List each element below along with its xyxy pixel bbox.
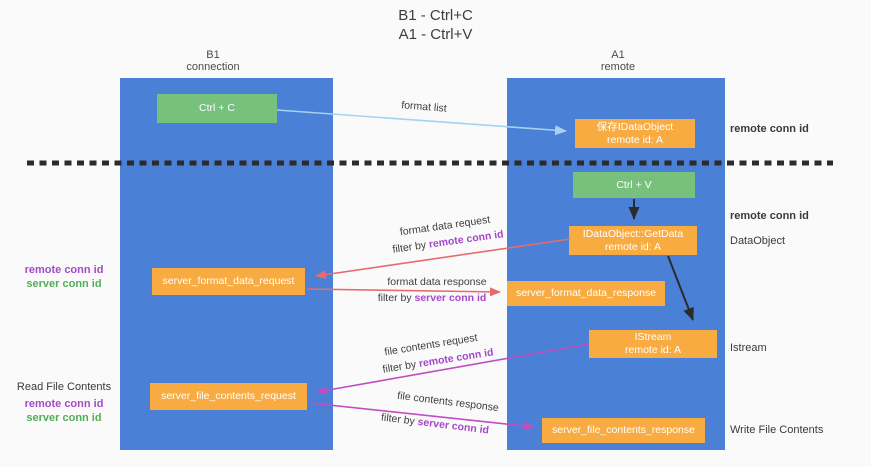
left-server-conn-id-label: server conn id — [26, 278, 102, 290]
left-column-header: B1 connection — [133, 49, 293, 73]
filter-by-text: filter by — [391, 238, 430, 256]
server-format-data-request-label: server_format_data_request — [162, 275, 295, 287]
idataobject-getdata-box: IDataObject::GetData remote id: A — [569, 226, 697, 255]
ctrl-c-box: Ctrl + C — [157, 94, 277, 123]
server-conn-id-text: server conn id — [414, 292, 487, 304]
left-remote-conn-id-label-2: remote conn id — [24, 398, 104, 410]
right-column-name: A1 — [611, 49, 625, 61]
dataobject-label: DataObject — [730, 235, 786, 247]
server-format-data-response-label: server_format_data_response — [515, 287, 657, 299]
server-format-data-request-box: server_format_data_request — [152, 268, 305, 295]
save-idataobject-box: 保存IDataObject remote id: A — [575, 119, 695, 148]
filter-by-text: filter by — [380, 411, 419, 428]
read-file-contents-labels: Read File Contents remote conn id server… — [4, 380, 124, 425]
left-column-role: connection — [186, 61, 240, 73]
format-data-response-label: format data response — [387, 276, 487, 288]
file-contents-response-label: file contents response — [396, 389, 500, 415]
read-file-contents-label: Read File Contents — [16, 381, 112, 393]
getdata-line1: IDataObject::GetData — [582, 227, 684, 240]
title-line-2: A1 - Ctrl+V — [398, 26, 473, 43]
istream-line2: remote id: A — [624, 344, 682, 356]
right-remote-conn-id-label-1: remote conn id — [730, 123, 809, 135]
server-file-contents-request-label: server_file_contents_request — [161, 390, 296, 402]
format-list-label: format list — [400, 99, 448, 115]
left-remote-conn-id-label: remote conn id — [24, 264, 104, 276]
title-line-1: B1 - Ctrl+C — [398, 7, 473, 24]
filter-by-server-label-1: filter by server conn id — [378, 292, 487, 304]
getdata-line2: remote id: A — [604, 240, 662, 253]
filter-by-server-label-2: filter by server conn id — [380, 411, 489, 436]
right-column-role: remote — [600, 61, 636, 73]
ctrl-c-label: Ctrl + C — [199, 102, 235, 114]
istream-box: IStream remote id: A — [589, 330, 717, 358]
istream-side-label: Istream — [730, 342, 767, 354]
istream-line1: IStream — [634, 331, 672, 343]
save-idataobject-line2: remote id: A — [606, 133, 664, 146]
save-idataobject-line1: 保存IDataObject — [596, 120, 674, 133]
server-file-contents-response-label: server_file_contents_response — [551, 424, 695, 436]
right-column-header: A1 remote — [538, 49, 698, 73]
write-file-contents-label: Write File Contents — [730, 424, 824, 436]
server-file-contents-request-box: server_file_contents_request — [150, 383, 307, 410]
ctrl-v-box: Ctrl + V — [573, 172, 695, 198]
filter-by-text: filter by — [381, 358, 420, 376]
server-format-data-response-box: server_format_data_response — [507, 281, 665, 306]
left-server-conn-id-label-2: server conn id — [26, 412, 102, 424]
page-title: B1 - Ctrl+C A1 - Ctrl+V — [0, 6, 871, 44]
server-file-contents-response-box: server_file_contents_response — [542, 418, 705, 443]
ctrl-v-label: Ctrl + V — [616, 178, 652, 191]
server-conn-id-text: server conn id — [416, 415, 490, 437]
right-remote-conn-id-label-2: remote conn id — [730, 210, 809, 222]
left-column-name: B1 — [206, 49, 220, 61]
filter-by-text: filter by — [377, 292, 415, 304]
left-conn-id-labels: remote conn id server conn id — [4, 263, 124, 291]
